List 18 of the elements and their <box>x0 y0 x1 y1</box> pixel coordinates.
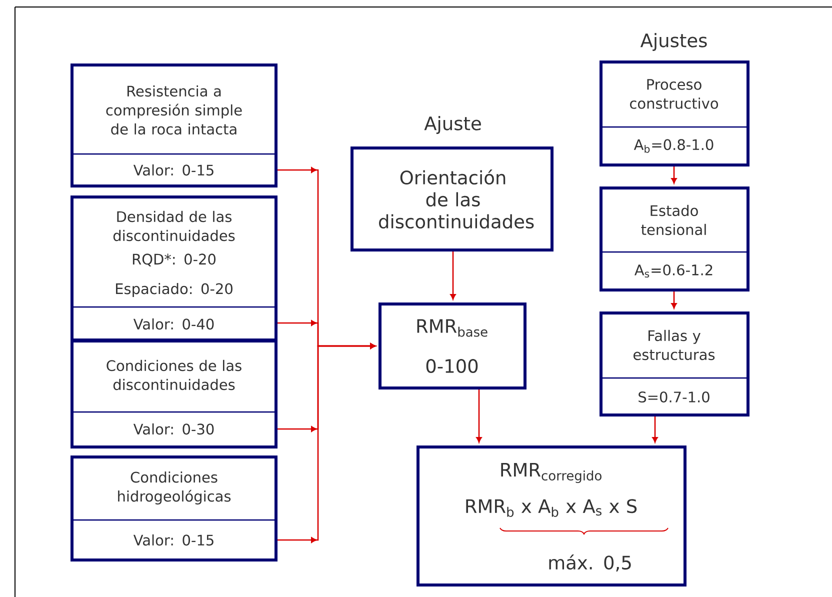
process-box: Condiciones hidrogeológicas Valor: 0-15 <box>70 456 278 562</box>
node-label: Ajustes <box>640 33 707 51</box>
arrow <box>450 252 456 300</box>
process-box: Fallas y estructuras S=0.7-1.0 <box>600 312 750 416</box>
node-label: Ajuste <box>424 116 481 134</box>
arrow <box>671 166 677 184</box>
arrow <box>652 416 658 443</box>
process-box: $\text{RMR}_{\text{base}}$ 0-100 <box>378 302 526 390</box>
process-box: Estado tensional A$_{s}$=0.6-1.2 <box>600 186 750 292</box>
process-box: Proceso constructivo A$_{b}$=0.8-1.0 Ajustes <box>600 33 750 166</box>
process-box: Ajuste Orientación de las discontinuidades <box>350 116 554 252</box>
arrow <box>278 343 376 543</box>
process-box: $\text{RMR}_{\text{corregido}}$ $\text{RMR}_{\text{b}}\text{ x A}_{\text{b}}\text{ x A}_{\text{s}}\text{ x S}$ máx. 0,5 <box>416 446 686 586</box>
process-box: Condiciones de las discontinuidades Valor: 0-30 <box>70 340 278 448</box>
arrow <box>476 390 482 443</box>
arrow <box>671 292 677 309</box>
process-box: Resistencia a compresión simple de la roca intacta Valor: 0-15 <box>70 64 278 188</box>
process-box: Densidad de las discontinuidades RQD*: 0-20 Espaciado: 0-20 Valor: 0-40 <box>70 196 278 342</box>
